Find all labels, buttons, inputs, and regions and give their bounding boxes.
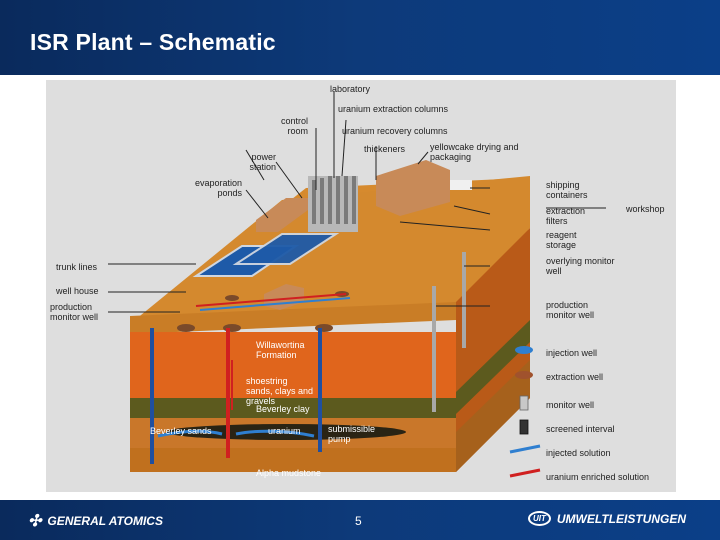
label-sands: shoestring sands, clays and gravels (246, 376, 314, 406)
label-beverley-clay: Beverley clay (256, 404, 310, 414)
label-power-station: power station (249, 152, 276, 172)
right-mudstone (456, 360, 530, 472)
layer-willawortina (130, 332, 456, 398)
uit-logo-text: UMWELTLEISTUNGEN (556, 511, 686, 526)
label-laboratory: laboratory (330, 84, 371, 94)
legend-injected-solution: injected solution (546, 448, 611, 458)
label-workshop: workshop (626, 204, 665, 214)
label-evaporation-ponds: evaporation ponds (194, 178, 242, 198)
power-station-building (256, 198, 308, 232)
slide-footer: ✣ GENERAL ATOMICS UIT UMWELTLEISTUNGEN (0, 500, 720, 540)
isr-plant-schematic (108, 92, 606, 478)
label-production-monitor-well-left: production monitor well (50, 302, 99, 322)
ground-surface (130, 176, 530, 324)
evaporation-pond (232, 233, 340, 265)
label-thickeners: thickeners (364, 144, 406, 154)
monitor-well (432, 286, 436, 412)
ga-logo-text: GENERAL ATOMICS (47, 514, 163, 528)
label-extraction-filters: extraction filters (546, 206, 586, 226)
trunk-line (195, 293, 347, 307)
label-trunk-lines: trunk lines (56, 262, 98, 272)
label-willawortina: Willawortina Formation (256, 340, 305, 360)
slide-title: ISR Plant – Schematic (30, 29, 276, 55)
ga-star-icon: ✣ (28, 513, 42, 530)
label-overlying-monitor-well: overlying monitor well (546, 256, 615, 276)
page-number: 5 (355, 514, 362, 528)
extraction-well (226, 328, 230, 458)
label-control-room: control room (280, 116, 308, 136)
label-uranium: uranium (268, 426, 301, 436)
label-uranium-recovery-columns: uranium recovery columns (342, 126, 448, 136)
label-shipping-containers: shipping containers (546, 180, 588, 200)
legend-icons (509, 346, 541, 478)
schematic-panel: laboratory uranium extraction columns co… (46, 80, 676, 492)
legend-monitor-well: monitor well (546, 400, 595, 410)
monitor-well (462, 252, 466, 348)
label-reagent-storage: reagent storage (546, 230, 577, 250)
general-atomics-logo: ✣ GENERAL ATOMICS (28, 511, 163, 531)
label-production-monitor-well-right: production monitor well (546, 300, 595, 320)
injection-well (318, 328, 322, 452)
surface-front-band (130, 302, 456, 334)
label-uranium-extraction-columns: uranium extraction columns (338, 104, 449, 114)
uit-logo: UIT UMWELTLEISTUNGEN (528, 511, 686, 526)
right-clay-band (456, 320, 530, 414)
legend-extraction-well: extraction well (546, 372, 604, 382)
label-alpha-mudstone: Alpha mudstone (256, 468, 322, 478)
injection-well (150, 328, 154, 464)
uit-badge-icon: UIT (528, 511, 551, 526)
shipping-containers (450, 180, 472, 190)
yellowcake-building (376, 160, 450, 216)
injected-solution-arrow (157, 429, 223, 438)
label-well-house: well house (56, 286, 99, 296)
layer-alpha-mudstone (130, 448, 456, 472)
legend-uranium-enriched-solution: uranium enriched solution (546, 472, 650, 482)
label-yellowcake: yellowcake drying and packaging (430, 142, 519, 162)
slide-header: ISR Plant – Schematic (0, 0, 720, 75)
trunk-line (199, 297, 351, 311)
label-beverley-sands: Beverley sands (150, 426, 212, 436)
legend-screened-interval: screened interval (546, 424, 615, 434)
label-submissible-pump: submissible pump (328, 424, 376, 444)
legend-injection-well: injection well (546, 348, 598, 358)
injected-solution-arrow (235, 429, 315, 438)
layer-beverley-clay (130, 398, 456, 418)
